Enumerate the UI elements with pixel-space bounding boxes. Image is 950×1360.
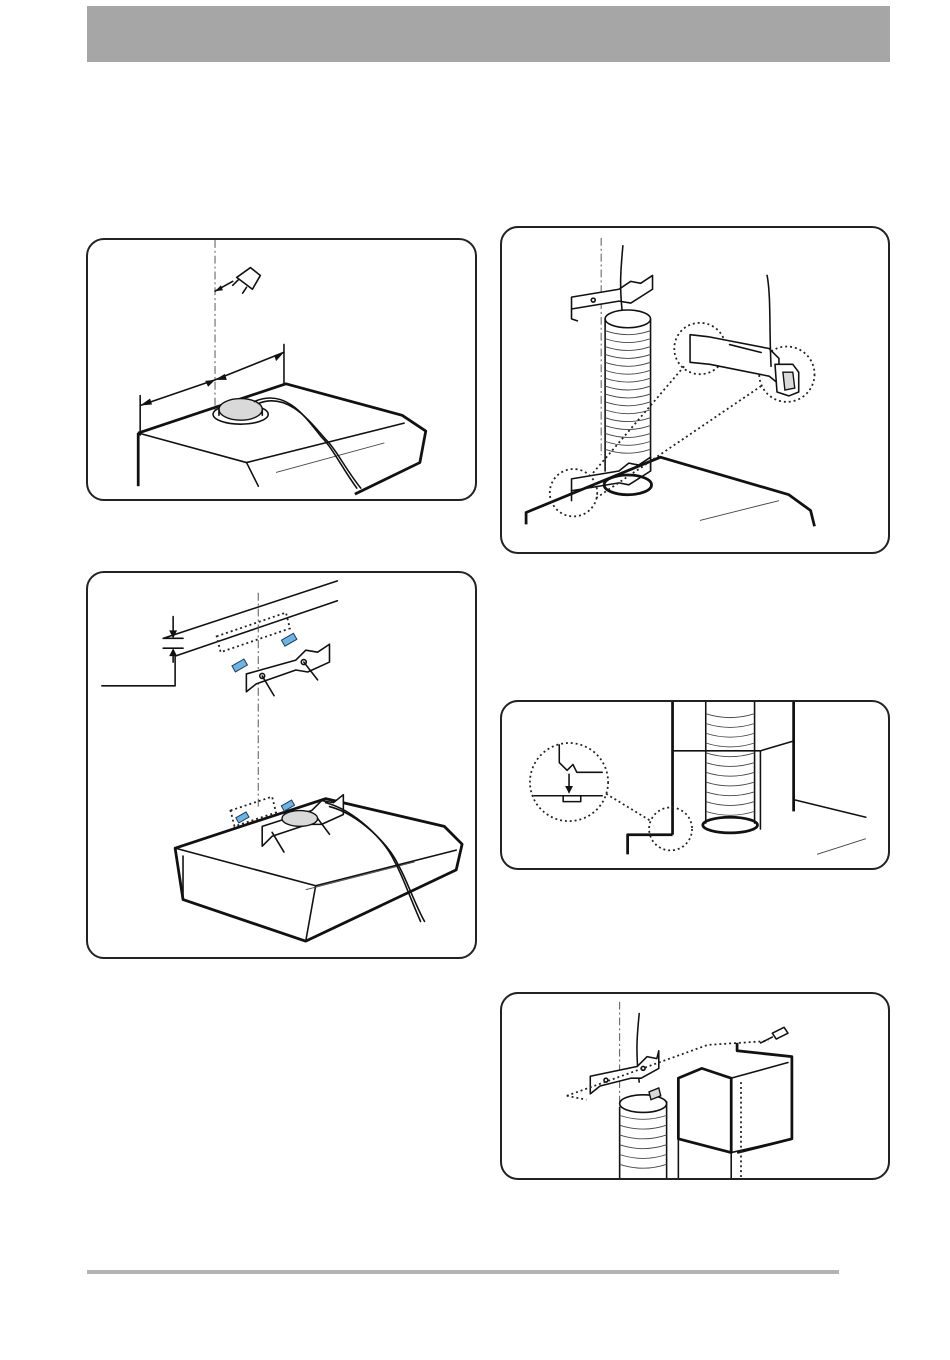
bracket-screw-mounting-illustration <box>86 571 477 959</box>
footer-rule <box>87 1270 839 1274</box>
chimney-slot-detail-illustration-svg <box>502 702 888 868</box>
hood-centerline-measure-illustration-svg <box>88 240 475 499</box>
chimney-slot-detail-illustration <box>500 700 890 870</box>
chimney-cover-assembly-illustration <box>500 992 890 1180</box>
duct-ribs <box>706 714 755 816</box>
duct-ribs <box>605 331 650 453</box>
chimney-cover-assembly-illustration-svg <box>502 994 888 1178</box>
hood-centerline-measure-illustration <box>86 238 477 501</box>
bracket-screw-mounting-illustration-svg <box>88 573 475 957</box>
duct-bracket-detail-illustration-svg <box>502 228 888 552</box>
header-bar <box>87 6 890 62</box>
duct-ribs <box>620 1115 667 1168</box>
duct-bracket-detail-illustration <box>500 226 890 554</box>
